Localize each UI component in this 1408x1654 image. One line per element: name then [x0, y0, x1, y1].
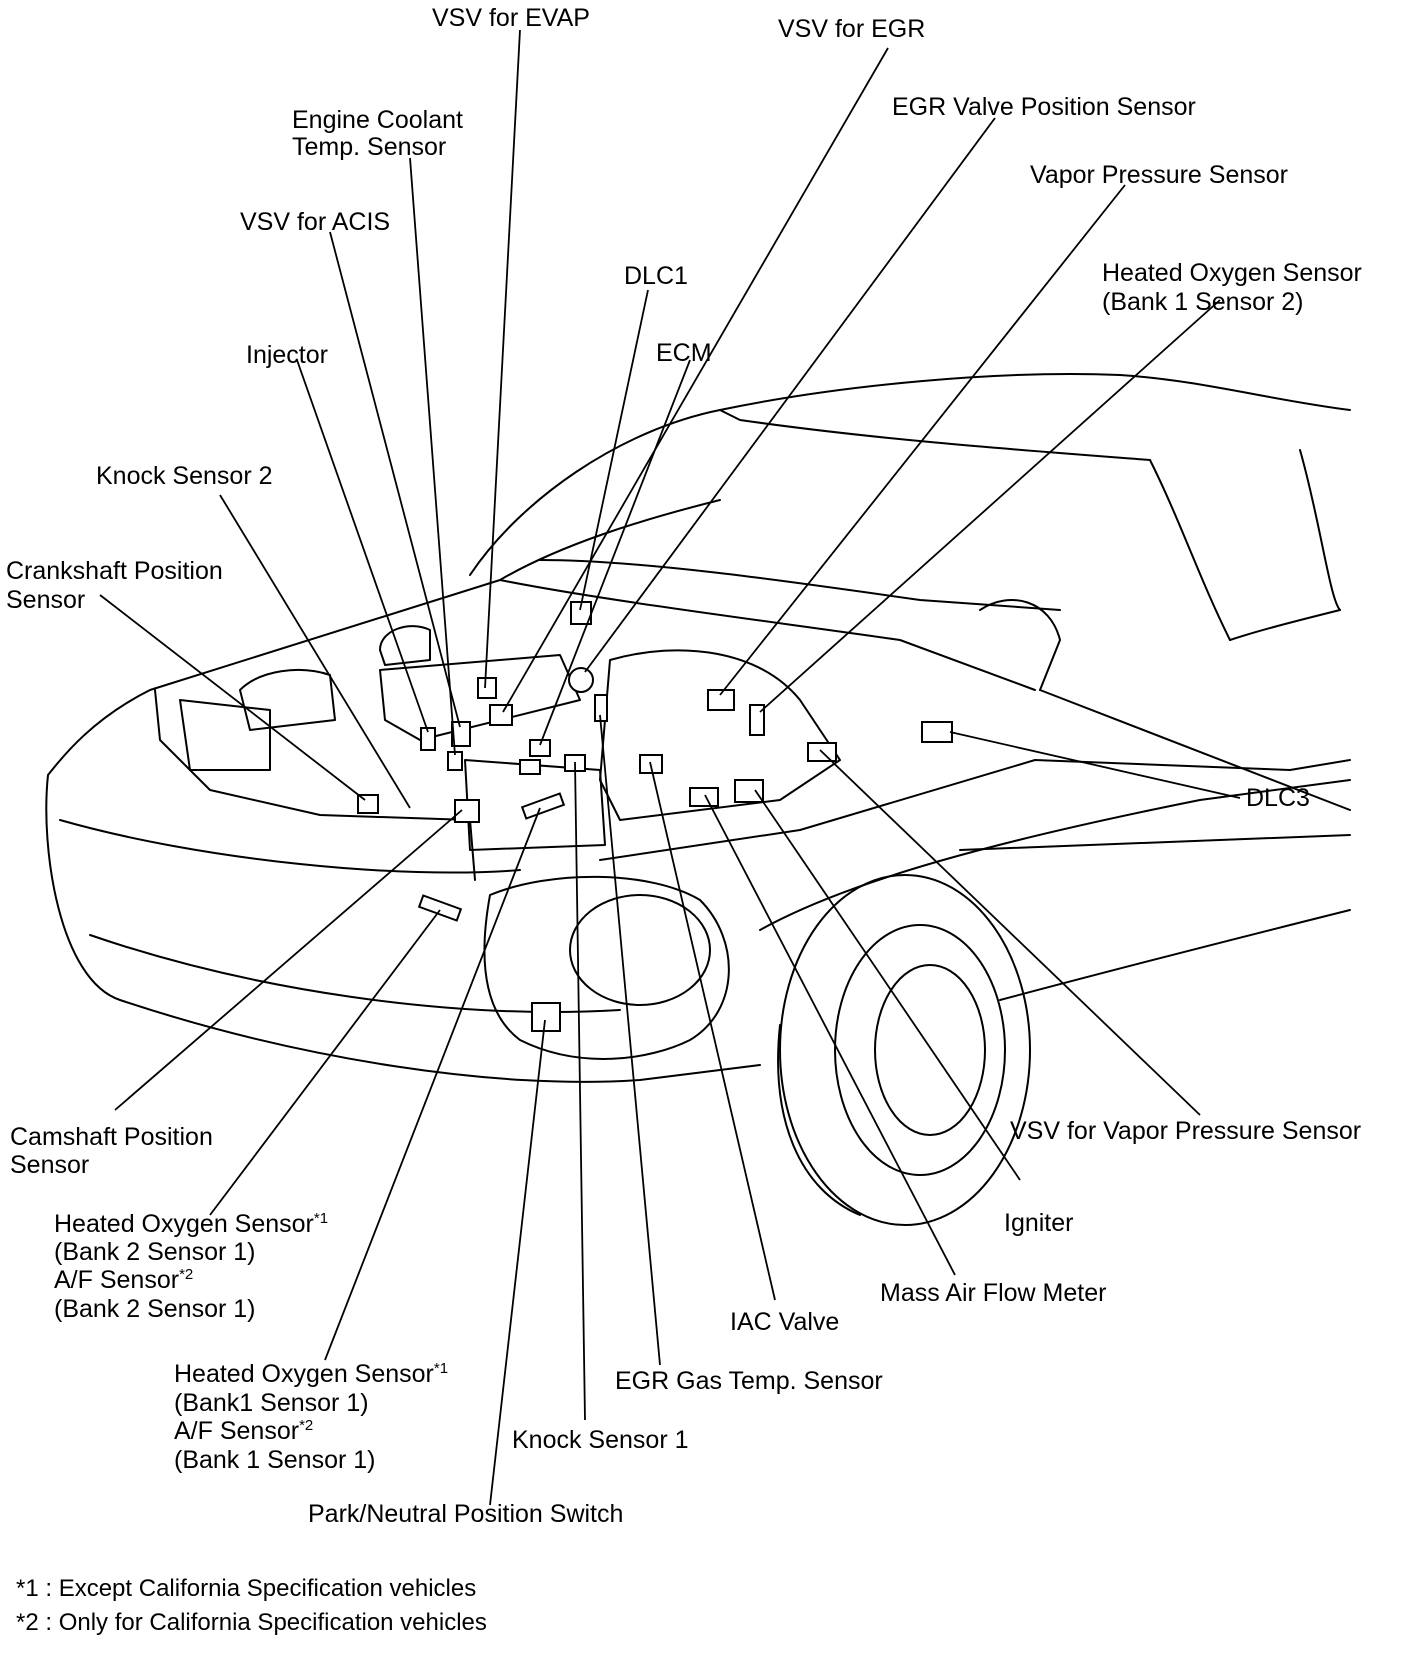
leader-ho2-b1s1 [324, 807, 541, 1361]
leader-lines [99, 29, 1241, 1506]
leader-vsv-evap [484, 29, 521, 689]
label-ho2-b2s1-line2: (Bank 2 Sensor 1) [54, 1238, 256, 1266]
leader-igniter [754, 789, 1021, 1181]
label-engine-coolant-line1: Engine Coolant [292, 106, 463, 134]
leader-camshaft [114, 809, 463, 1111]
label-mass-air-flow: Mass Air Flow Meter [880, 1279, 1107, 1307]
label-igniter: Igniter [1004, 1209, 1074, 1237]
label-af-b1s1-line2: (Bank 1 Sensor 1) [174, 1446, 376, 1474]
label-knock-sensor-2: Knock Sensor 2 [96, 462, 273, 490]
leader-dlc1 [579, 289, 649, 611]
label-dlc3: DLC3 [1246, 784, 1310, 812]
leader-vsv-egr [502, 47, 889, 713]
label-engine-coolant-line2: Temp. Sensor [292, 133, 447, 161]
label-knock-sensor-1: Knock Sensor 1 [512, 1426, 689, 1454]
label-ho2-b1s2-line1: Heated Oxygen Sensor [1102, 259, 1362, 287]
ecm-part [529, 739, 551, 757]
label-iac-valve: IAC Valve [730, 1308, 840, 1336]
label-vsv-vapor-pressure: VSV for Vapor Pressure Sensor [1010, 1117, 1362, 1145]
leader-knock-sensor-1 [574, 761, 586, 1421]
label-crankshaft-line1: Crankshaft Position [6, 557, 223, 585]
car-outline [45, 373, 1351, 1226]
ho2-b2s1-part [417, 894, 463, 922]
label-egr-valve-position: EGR Valve Position Sensor [892, 93, 1196, 121]
label-camshaft-line2: Sensor [10, 1151, 90, 1179]
label-ho2-b1s2-line2: (Bank 1 Sensor 2) [1102, 288, 1304, 316]
leader-knock-sensor-2 [219, 494, 411, 809]
label-ecm: ECM [656, 339, 712, 367]
park-neutral-part [531, 1002, 561, 1032]
leader-egr-gas-temp [599, 714, 661, 1366]
leader-maf [704, 794, 956, 1276]
leader-park-neutral [489, 1019, 546, 1506]
leader-crankshaft [99, 594, 366, 801]
label-ho2-b2s1-line1: Heated Oxygen Sensor*1 [54, 1210, 329, 1238]
label-af-b2s1-line1: A/F Sensor*2 [54, 1266, 194, 1294]
vapor-pressure-part [707, 689, 735, 711]
label-crankshaft-line2: Sensor [6, 586, 86, 614]
label-dlc1: DLC1 [624, 262, 688, 290]
label-af-b2s1-line2: (Bank 2 Sensor 1) [54, 1295, 256, 1323]
egr-valve-part [568, 667, 594, 693]
ho2-b1s1-part [520, 792, 566, 820]
maf-part [689, 787, 719, 807]
label-egr-gas-temp: EGR Gas Temp. Sensor [615, 1367, 883, 1395]
leader-injector [296, 359, 429, 733]
label-vapor-pressure: Vapor Pressure Sensor [1030, 161, 1288, 189]
vsv-evap-part [477, 677, 497, 699]
label-vsv-evap: VSV for EVAP [432, 4, 590, 32]
label-vsv-acis: VSV for ACIS [240, 208, 391, 236]
label-ho2-b1s1-line1: Heated Oxygen Sensor*1 [174, 1360, 449, 1388]
leader-vsv-acis [329, 231, 461, 728]
label-af-b1s1-line1: A/F Sensor*2 [174, 1417, 314, 1445]
igniter-part [734, 779, 764, 803]
dlc3-part [921, 721, 953, 743]
leader-iac [649, 761, 776, 1301]
label-camshaft-line1: Camshaft Position [10, 1123, 213, 1151]
footnote-2: *2 : Only for California Specification v… [16, 1609, 487, 1636]
leader-ho2-b2s1 [209, 909, 441, 1216]
leader-dlc3 [949, 731, 1241, 799]
camshaft-part [454, 799, 480, 823]
vsv-egr-part [489, 704, 513, 726]
leader-vapor-pressure [719, 184, 1126, 696]
label-injector: Injector [246, 341, 328, 369]
label-ho2-b1s1-line2: (Bank1 Sensor 1) [174, 1389, 369, 1417]
label-park-neutral: Park/Neutral Position Switch [308, 1500, 624, 1528]
knock-sensor-2-part [519, 759, 541, 775]
leader-vsv-vapor-pressure [819, 749, 1201, 1116]
leader-ecm [539, 359, 691, 746]
footnote-1: *1 : Except California Specification veh… [16, 1575, 477, 1602]
leader-engine-coolant [409, 157, 456, 756]
leader-egr-valve-position [584, 117, 996, 673]
leader-ho2-b1s2 [759, 299, 1221, 713]
vsv-acis-part [451, 721, 471, 747]
injector-part [420, 727, 436, 751]
label-vsv-egr: VSV for EGR [778, 15, 926, 43]
